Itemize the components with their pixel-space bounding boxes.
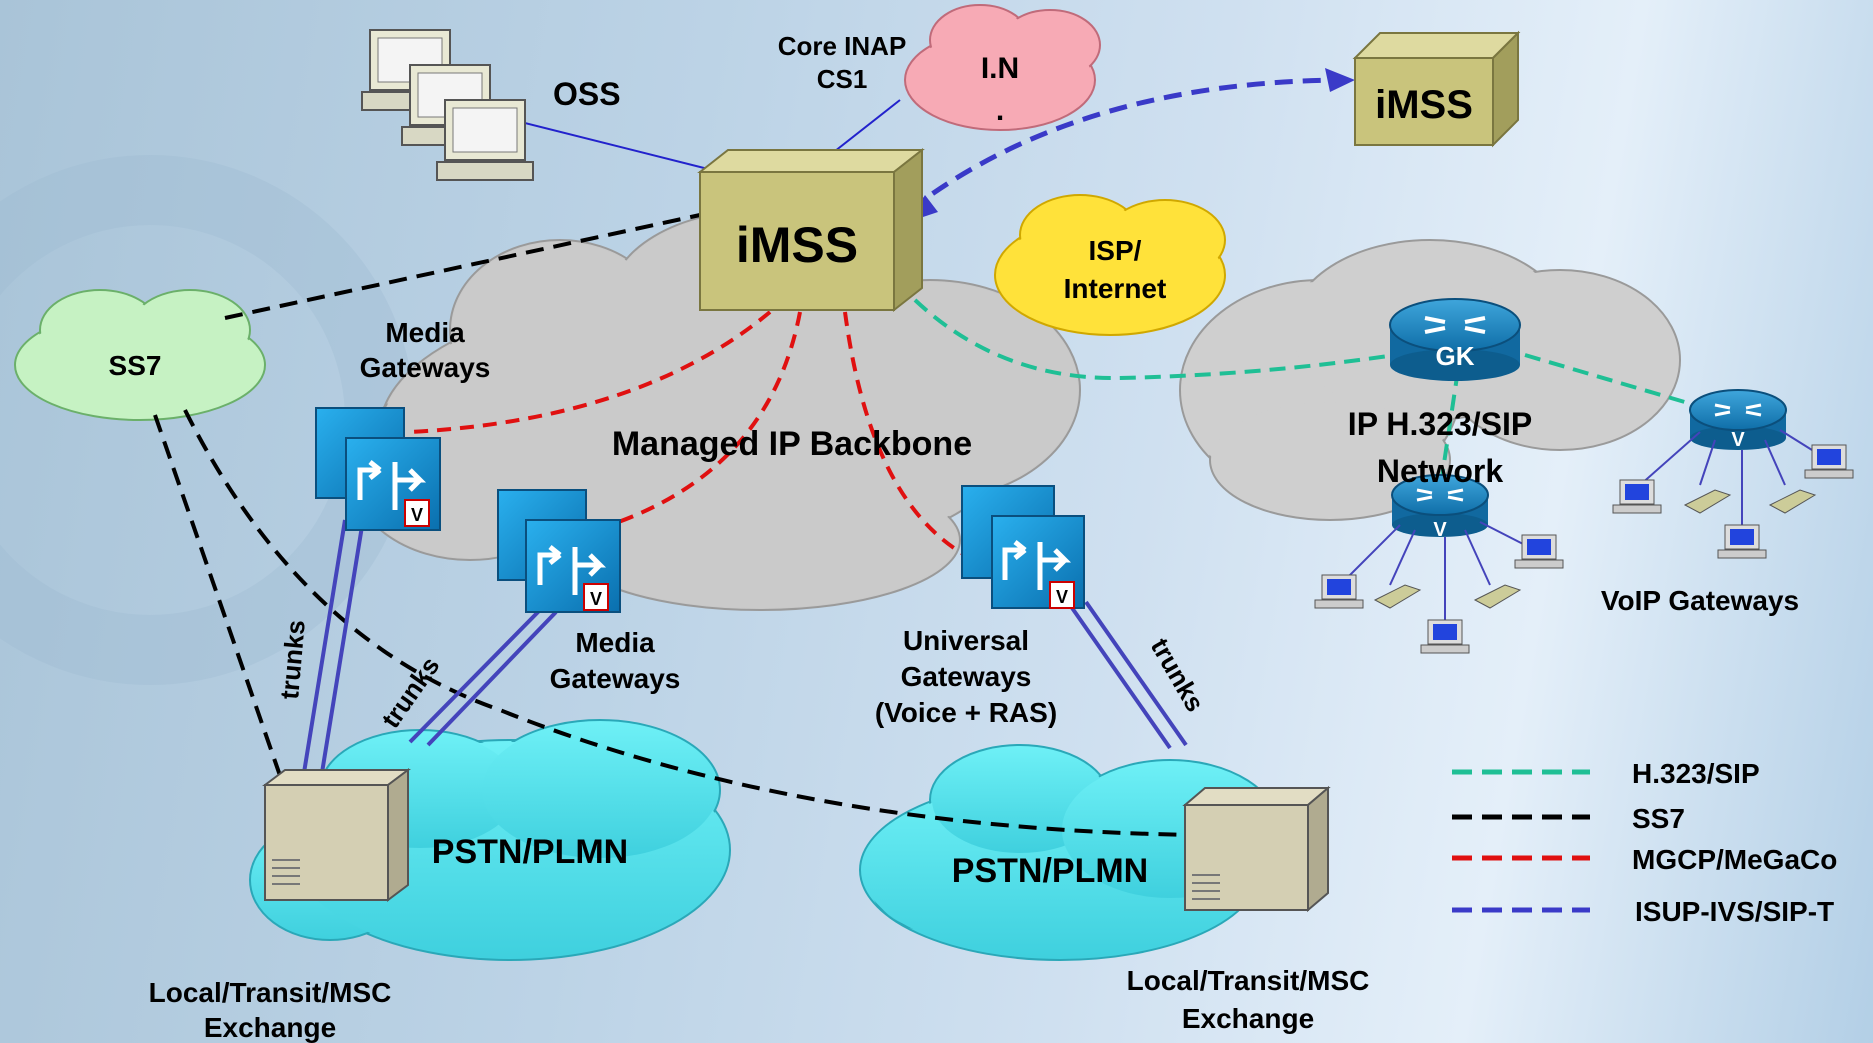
trunks-right-lines — [1068, 600, 1188, 750]
imss-main-box[interactable] — [697, 147, 925, 313]
universal-gateways-label-line1: Universal — [903, 625, 1029, 656]
ip-network-label-line2: Network — [1377, 453, 1503, 489]
gk-label: GK — [1436, 341, 1475, 371]
in-cloud-dot: . — [996, 94, 1004, 127]
imss-remote-box[interactable] — [1352, 30, 1521, 148]
universal-gateway[interactable]: V — [961, 485, 1085, 609]
ss7-link-exchange-left — [153, 414, 287, 791]
router-right-label: V — [1731, 429, 1745, 451]
in-cloud-label: I.N — [981, 52, 1019, 85]
phone-endpoint-icon[interactable] — [1473, 584, 1522, 609]
trunks-mid-label: trunks — [375, 651, 445, 733]
media-gateways-mid-label-line1: Media — [575, 627, 655, 658]
pc-endpoint-icon[interactable] — [1612, 479, 1662, 514]
universal-gateway-badge: V — [1056, 587, 1068, 607]
mgcp-link-1 — [409, 310, 772, 434]
oss-label: OSS — [553, 76, 621, 112]
media-gateways-top-label-line2: Gateways — [360, 352, 491, 383]
pc-endpoint-icon[interactable] — [1804, 444, 1854, 479]
exchange-left-box[interactable] — [262, 768, 411, 902]
legend-label-ss7: SS7 — [1632, 803, 1685, 834]
universal-gateways-label-line3: (Voice + RAS) — [875, 697, 1057, 728]
backbone-label: Managed IP Backbone — [612, 425, 972, 463]
gatekeeper-router[interactable] — [1389, 298, 1521, 381]
mgcp-link-3 — [843, 311, 967, 557]
h323-link-gk-router-bottom — [1438, 369, 1460, 491]
isp-label-line2: Internet — [1064, 273, 1167, 304]
media-gateway-top[interactable]: V — [315, 407, 441, 531]
router-bottom[interactable] — [1391, 474, 1489, 537]
ss7-link-exchange-right — [183, 409, 1201, 837]
media-gateways-top-label-line1: Media — [385, 317, 465, 348]
ss7-link-imss — [224, 213, 701, 320]
pc-endpoint-icon[interactable] — [1717, 524, 1767, 559]
phone-endpoint-icon[interactable] — [1768, 489, 1817, 514]
imss-remote-label: iMSS — [1375, 83, 1473, 127]
trunks-left-label: trunks — [274, 619, 311, 701]
oss-computers-icon[interactable] — [361, 29, 534, 181]
exchange-left-label-line1: Local/Transit/MSC — [149, 977, 392, 1008]
exchange-left-label-line2: Exchange — [204, 1012, 336, 1043]
phone-endpoint-icon[interactable] — [1373, 584, 1422, 609]
exchange-right-label-line1: Local/Transit/MSC — [1127, 965, 1370, 996]
legend-label-mgcp: MGCP/MeGaCo — [1632, 844, 1837, 875]
core-inap-label-line1: Core INAP — [778, 31, 907, 61]
router-right[interactable] — [1689, 389, 1787, 450]
trunks-mid-lines — [408, 608, 558, 747]
isup-arrow-right — [1325, 68, 1355, 92]
pstn-right-label: PSTN/PLMN — [952, 852, 1148, 890]
exchange-right-box[interactable] — [1182, 785, 1331, 913]
h323-link-gk-router-right — [1524, 353, 1706, 410]
ip-network-label-line1: IP H.323/SIP — [1348, 406, 1532, 442]
pc-endpoint-icon[interactable] — [1420, 619, 1470, 654]
pstn-left-label: PSTN/PLMN — [432, 833, 628, 871]
phone-endpoint-icon[interactable] — [1683, 489, 1732, 514]
mgcp-link-2 — [609, 311, 802, 527]
pc-endpoint-icon[interactable] — [1514, 534, 1564, 569]
isup-link — [908, 77, 1351, 212]
universal-gateways-label-line2: Gateways — [901, 661, 1032, 692]
oss-link — [504, 117, 721, 173]
legend-label-isup: ISUP-IVS/SIP-T — [1635, 896, 1834, 927]
pc-endpoint-icon[interactable] — [1314, 574, 1364, 609]
legend-label-h323: H.323/SIP — [1632, 758, 1760, 789]
legend: H.323/SIP SS7 MGCP/MeGaCo ISUP-IVS/SIP-T — [1452, 758, 1837, 927]
h323-link-gk — [913, 298, 1396, 381]
trunks-right-label: trunks — [1145, 633, 1211, 717]
core-inap-label-line2: CS1 — [817, 64, 868, 94]
router-bottom-label: V — [1433, 519, 1447, 541]
imss-main-label: iMSS — [736, 217, 858, 273]
media-gateway-top-badge: V — [411, 505, 423, 525]
exchange-right-label-line2: Exchange — [1182, 1003, 1314, 1034]
trunks-left-lines — [300, 519, 365, 786]
ss7-cloud-label: SS7 — [109, 350, 162, 381]
media-gateway-mid-badge: V — [590, 589, 602, 609]
voip-gateways-label: VoIP Gateways — [1601, 585, 1799, 616]
router-bottom-endpoint-links — [1344, 521, 1526, 625]
media-gateways-mid-label-line2: Gateways — [550, 663, 681, 694]
isp-label-line1: ISP/ — [1089, 235, 1142, 266]
media-gateway-mid[interactable]: V — [497, 489, 621, 613]
in-link — [829, 99, 901, 156]
